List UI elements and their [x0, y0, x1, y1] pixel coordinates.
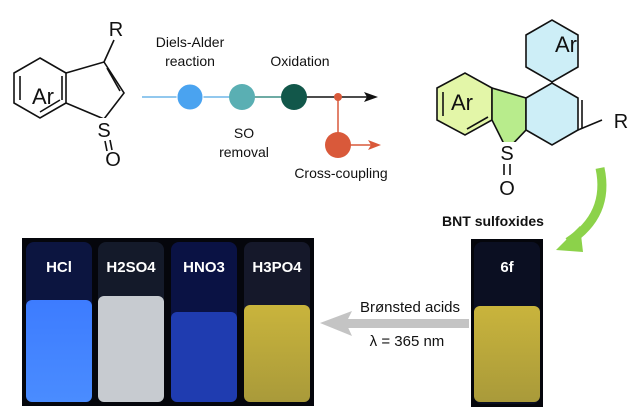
step-diels-alder: Diels-Alder — [156, 34, 225, 50]
product-structure — [436, 19, 603, 175]
reactant-ring-label: Ar — [32, 84, 54, 109]
conversion-label: Brønsted acids — [360, 299, 460, 316]
step-reaction: reaction — [165, 53, 215, 69]
reactant-structure — [13, 39, 125, 152]
gray-arrowhead — [320, 311, 352, 336]
product-ring-label-1: Ar — [451, 90, 473, 115]
step-so: SO — [234, 125, 254, 141]
gray-arrow-shaft — [345, 319, 469, 328]
step-removal: removal — [219, 144, 269, 160]
branch-node — [334, 93, 342, 101]
green-arrowhead — [556, 226, 583, 252]
product-sulfur: S — [500, 143, 513, 165]
product-ring-label-2: Ar — [555, 32, 577, 57]
reactant-sulfur: S — [97, 120, 110, 142]
vial-hcl-label: HCl — [46, 259, 72, 276]
diels-alder-node — [176, 83, 204, 111]
vial-hno3-label: HNO3 — [183, 259, 225, 276]
reactant-substituent: R — [109, 19, 123, 41]
cross-coupling-node — [325, 132, 351, 158]
green-curved-arrow — [565, 167, 607, 246]
product-substituent: R — [614, 111, 628, 133]
vials-photo — [22, 238, 543, 407]
conversion-condition: λ = 365 nm — [370, 333, 445, 350]
so-removal-node — [229, 84, 255, 110]
vial-h3po4-label: H3PO4 — [252, 259, 302, 276]
oxidation-node — [281, 84, 307, 110]
reactant-oxygen: O — [105, 149, 121, 171]
step-oxidation: Oxidation — [270, 53, 329, 69]
step-cross-coupling: Cross-coupling — [294, 165, 387, 181]
pathway — [142, 83, 381, 158]
vial-h2so4-label: H2SO4 — [106, 259, 156, 276]
vial-6f-label: 6f — [500, 259, 514, 276]
product-oxygen: O — [499, 178, 515, 200]
product-name: BNT sulfoxides — [442, 213, 544, 229]
